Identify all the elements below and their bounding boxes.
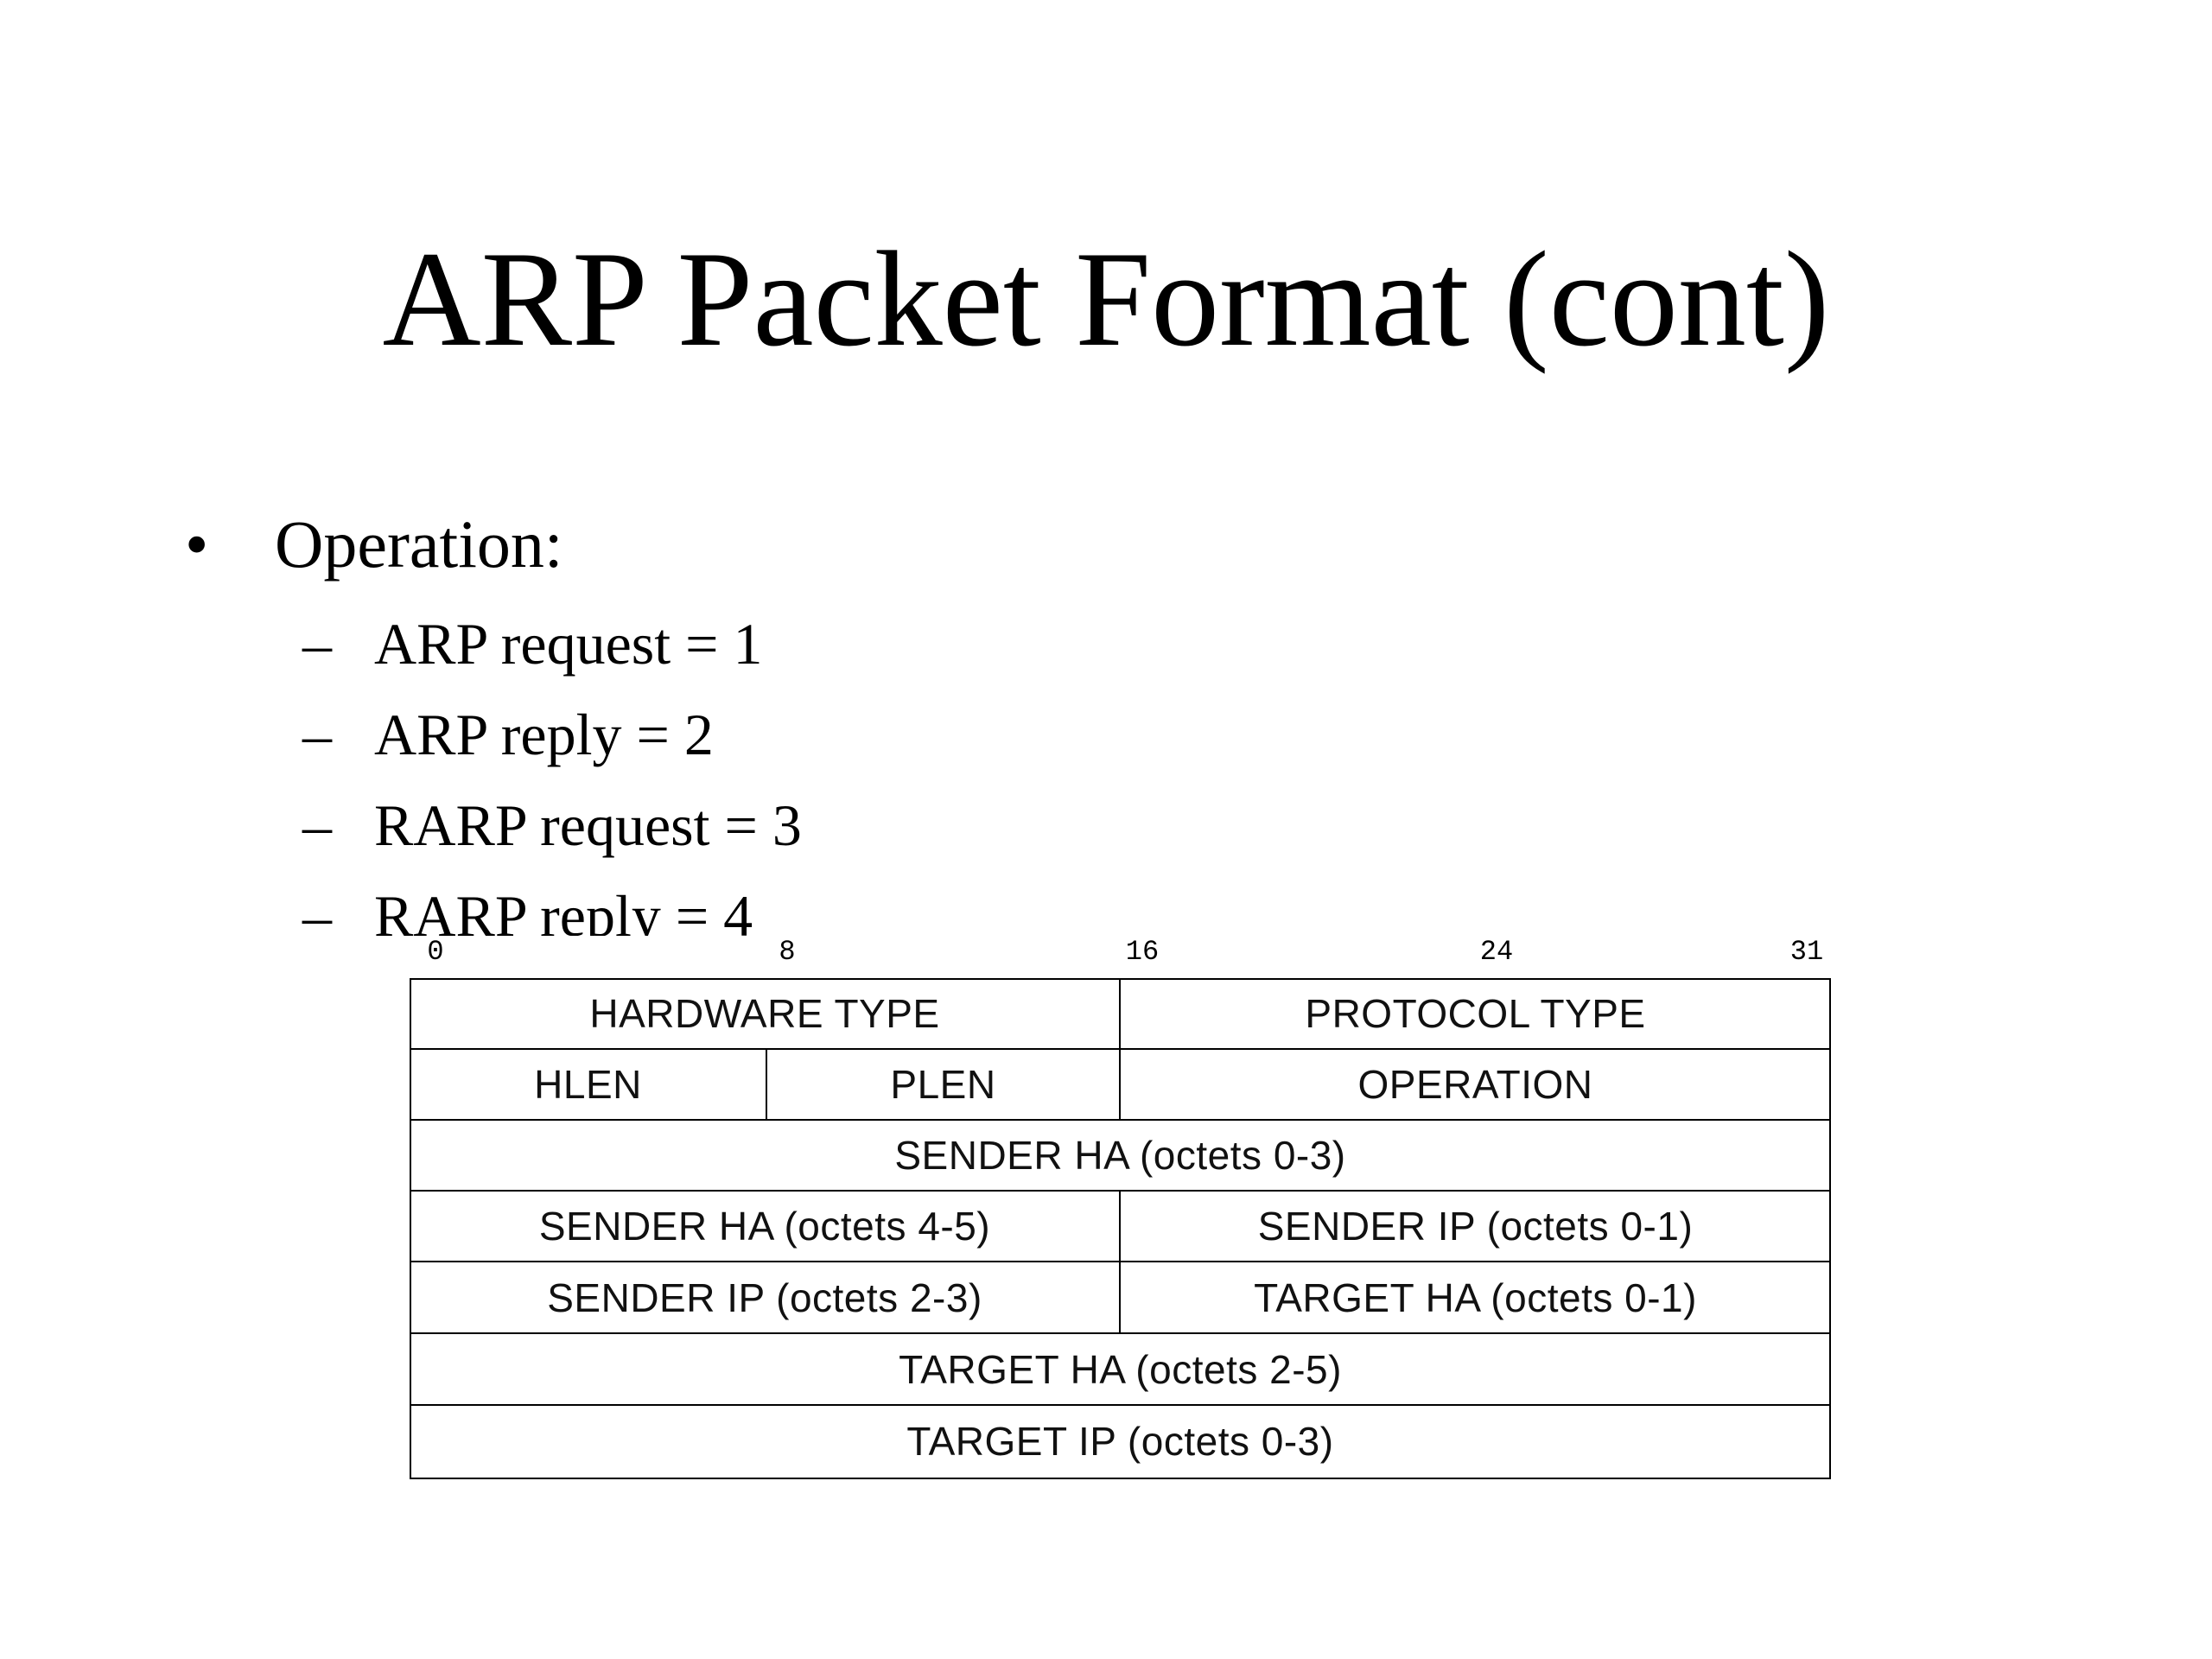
bit-label-31: 31 xyxy=(1789,936,1824,968)
field-operation: OPERATION xyxy=(1357,1062,1593,1107)
column-divider xyxy=(1119,978,1121,1121)
field-target-ha-0-1: TARGET HA (octets 0-1) xyxy=(1254,1274,1697,1320)
field-protocol-type: PROTOCOL TYPE xyxy=(1305,991,1646,1036)
column-divider xyxy=(1119,1191,1121,1334)
sub-item-label: ARP request = 1 xyxy=(374,611,763,677)
bit-label-16: 16 xyxy=(1125,936,1160,968)
field-target-ip-0-3: TARGET IP (octets 0-3) xyxy=(906,1419,1334,1464)
field-sender-ip-0-1: SENDER IP (octets 0-1) xyxy=(1257,1204,1694,1249)
bullet-label: Operation: xyxy=(275,506,563,582)
bullet-marker: • xyxy=(185,506,209,582)
dash-marker: – xyxy=(302,611,332,677)
field-sender-ip-2-3: SENDER IP (octets 2-3) xyxy=(547,1274,982,1320)
column-divider xyxy=(766,1049,767,1121)
sub-item-label: ARP reply = 2 xyxy=(374,702,714,767)
arp-packet-diagram: 0 8 16 24 31 HARDWARE TYPE PROTOCOL TYPE… xyxy=(410,935,1831,1497)
packet-grid: HARDWARE TYPE PROTOCOL TYPE HLEN PLEN OP… xyxy=(410,978,1831,1479)
field-hlen: HLEN xyxy=(534,1062,642,1107)
bit-label-8: 8 xyxy=(779,936,796,968)
field-target-ha-2-5: TARGET HA (octets 2-5) xyxy=(899,1346,1342,1392)
field-sender-ha-4-5: SENDER HA (octets 4-5) xyxy=(538,1204,991,1249)
dash-marker: – xyxy=(302,792,332,858)
sub-item-label: RARP request = 3 xyxy=(374,792,802,858)
row-divider xyxy=(410,1404,1831,1406)
field-plen: PLEN xyxy=(890,1062,996,1107)
sub-item-list: – ARP request = 1 – ARP reply = 2 – RARP… xyxy=(302,611,802,936)
sub-item-label: RARP reply = 4 xyxy=(374,883,753,936)
slide-title: ARP Packet Format (cont) xyxy=(382,224,1830,375)
field-sender-ha-0-3: SENDER HA (octets 0-3) xyxy=(894,1133,1346,1178)
bit-label-24: 24 xyxy=(1479,936,1514,968)
dash-marker: – xyxy=(302,702,332,767)
bit-label-0: 0 xyxy=(427,936,444,968)
field-hardware-type: HARDWARE TYPE xyxy=(589,991,940,1036)
dash-marker: – xyxy=(302,883,332,936)
